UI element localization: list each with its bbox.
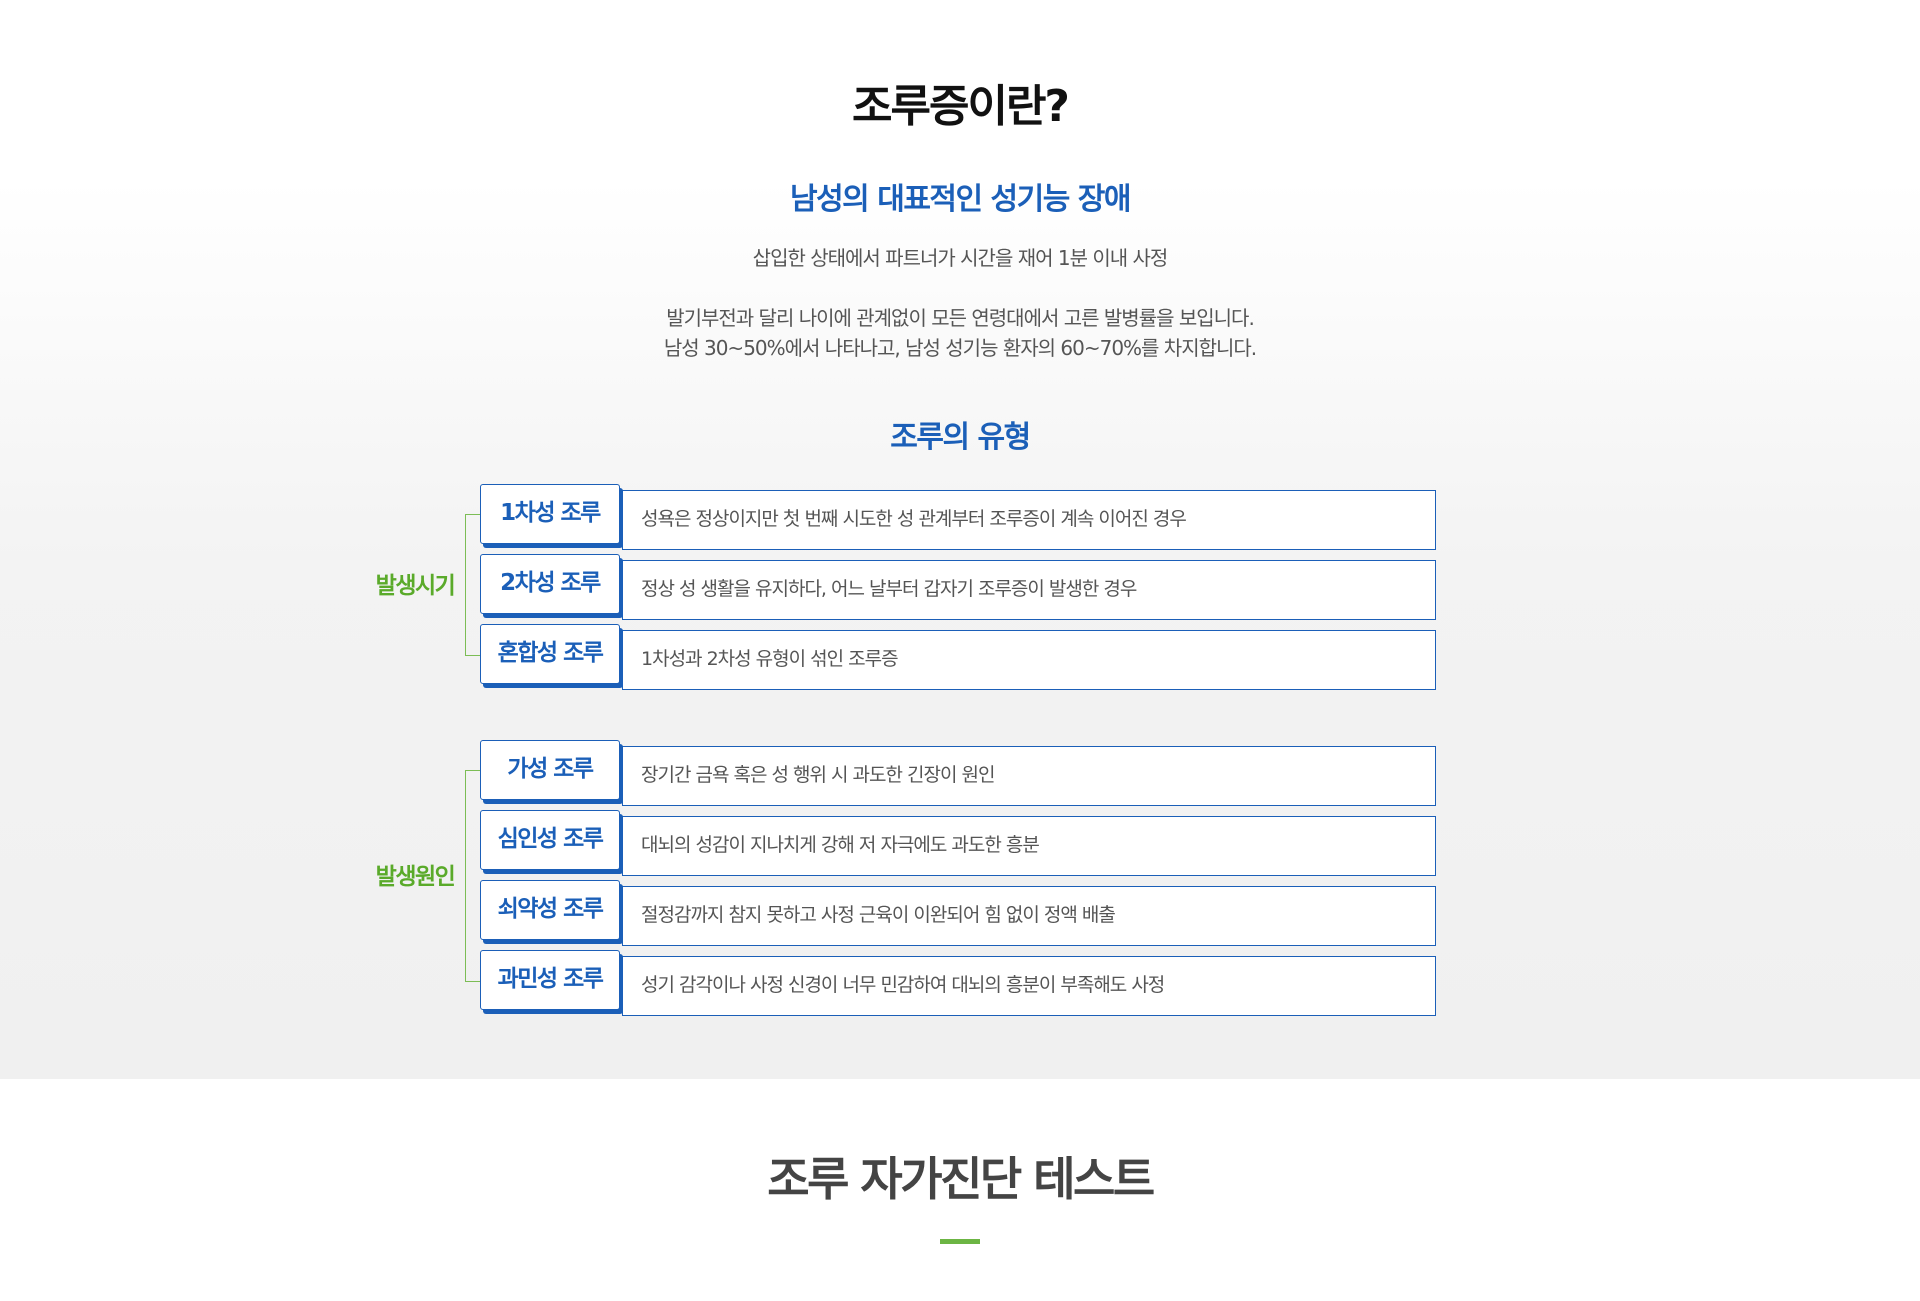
type-tag-secondary: 2차성 조루 <box>480 554 620 614</box>
definition-line-2: 발기부전과 달리 나이에 관계없이 모든 연령대에서 고른 발병률을 보입니다. <box>666 306 1255 330</box>
type-row-debilitating: 쇠약성 조루 절정감까지 참지 못하고 사정 근육이 이완되어 힘 없이 정액 … <box>480 880 1436 946</box>
definition-section: 조루증이란? 남성의 대표적인 성기능 장애 삽입한 상태에서 파트너가 시간을… <box>0 0 1920 1079</box>
type-desc-secondary: 정상 성 생활을 유지하다, 어느 날부터 갑자기 조루증이 발생한 경우 <box>622 560 1436 620</box>
types-subtitle: 조루의 유형 <box>890 420 1031 455</box>
group-label-cause: 발생원인 <box>375 864 456 890</box>
group-bracket-cause <box>465 770 480 982</box>
type-tag-mixed: 혼합성 조루 <box>480 624 620 684</box>
title-underline-bar <box>940 1239 980 1244</box>
self-test-title: 조루 자가진단 테스트 <box>767 1152 1155 1206</box>
type-row-mixed: 혼합성 조루 1차성과 2차성 유형이 섞인 조루증 <box>480 624 1436 690</box>
type-desc-hypersensitive: 성기 감각이나 사정 신경이 너무 민감하여 대뇌의 흥분이 부족해도 사정 <box>622 956 1436 1016</box>
type-desc-primary: 성욕은 정상이지만 첫 번째 시도한 성 관계부터 조루증이 계속 이어진 경우 <box>622 490 1436 550</box>
type-tag-hypersensitive: 과민성 조루 <box>480 950 620 1010</box>
type-row-psychogenic: 심인성 조루 대뇌의 성감이 지나치게 강해 저 자극에도 과도한 흥분 <box>480 810 1436 876</box>
definition-line-1: 삽입한 상태에서 파트너가 시간을 재어 1분 이내 사정 <box>752 246 1169 270</box>
definition-subtitle: 남성의 대표적인 성기능 장애 <box>789 182 1132 217</box>
definition-line-3: 남성 30~50%에서 나타나고, 남성 성기능 환자의 60~70%를 차지합… <box>663 336 1257 360</box>
type-desc-debilitating: 절정감까지 참지 못하고 사정 근육이 이완되어 힘 없이 정액 배출 <box>622 886 1436 946</box>
type-tag-psychogenic: 심인성 조루 <box>480 810 620 870</box>
type-tag-false: 가성 조루 <box>480 740 620 800</box>
type-tag-primary: 1차성 조루 <box>480 484 620 544</box>
type-row-false: 가성 조루 장기간 금욕 혹은 성 행위 시 과도한 긴장이 원인 <box>480 740 1436 806</box>
type-desc-mixed: 1차성과 2차성 유형이 섞인 조루증 <box>622 630 1436 690</box>
type-desc-false: 장기간 금욕 혹은 성 행위 시 과도한 긴장이 원인 <box>622 746 1436 806</box>
group-label-timing: 발생시기 <box>375 573 456 599</box>
type-desc-psychogenic: 대뇌의 성감이 지나치게 강해 저 자극에도 과도한 흥분 <box>622 816 1436 876</box>
type-row-hypersensitive: 과민성 조루 성기 감각이나 사정 신경이 너무 민감하여 대뇌의 흥분이 부족… <box>480 950 1436 1016</box>
type-row-secondary: 2차성 조루 정상 성 생활을 유지하다, 어느 날부터 갑자기 조루증이 발생… <box>480 554 1436 620</box>
group-bracket-timing <box>465 514 480 656</box>
type-row-primary: 1차성 조루 성욕은 정상이지만 첫 번째 시도한 성 관계부터 조루증이 계속… <box>480 484 1436 550</box>
page-title: 조루증이란? <box>852 81 1070 132</box>
type-tag-debilitating: 쇠약성 조루 <box>480 880 620 940</box>
